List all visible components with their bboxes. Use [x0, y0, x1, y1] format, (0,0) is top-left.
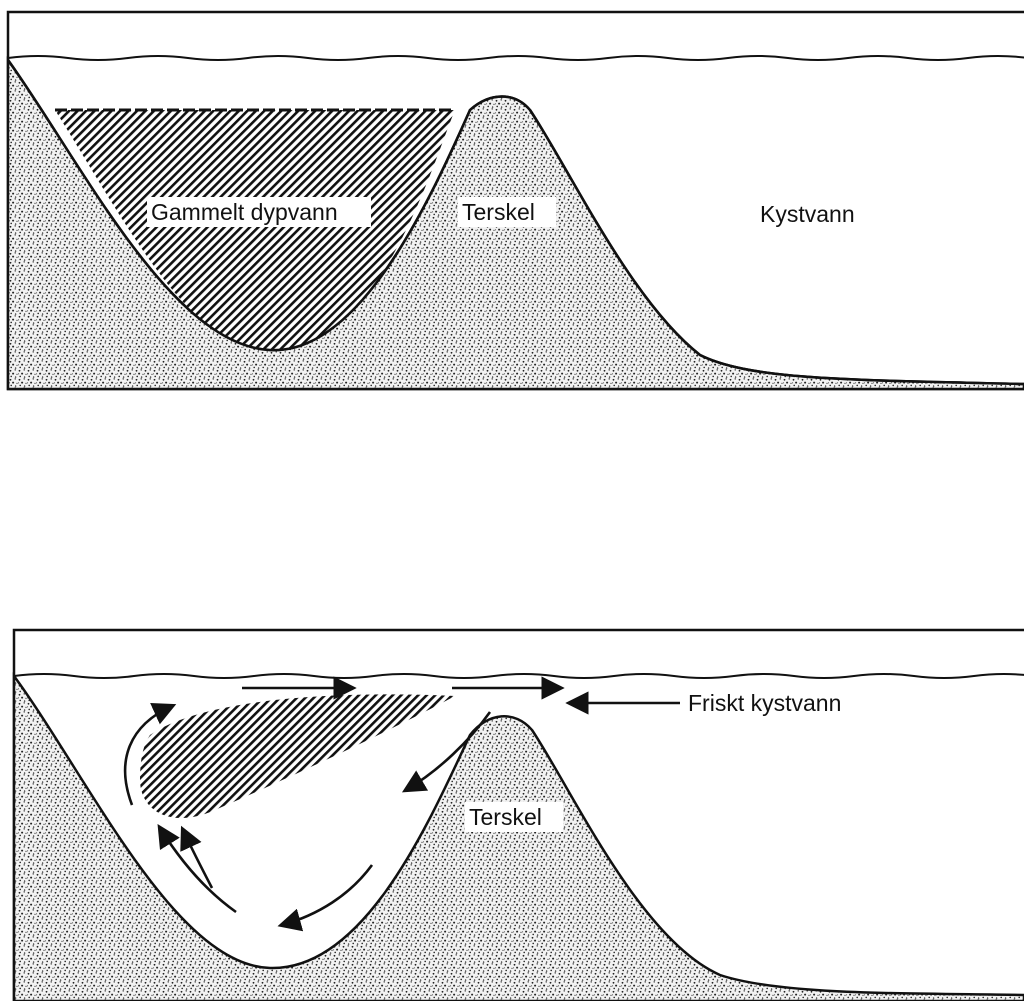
old-deep-water-label: Gammelt dypvann [151, 199, 338, 225]
bottom-water-surface [13, 673, 1024, 679]
bottom-panel: Terskel Friskt kystvann [12, 628, 1024, 1001]
bottom-sill-label-bg [465, 802, 563, 832]
sill-down-arrow [401, 711, 492, 793]
left-up-arrow-1 [157, 824, 237, 914]
left-up-arrow-2 [180, 825, 214, 889]
bottom-arrow [277, 864, 374, 932]
upwelling-arrow [123, 703, 177, 806]
bottom-seabed [12, 672, 1024, 1001]
residual-old-water [140, 694, 455, 819]
top-sill-label: Terskel [462, 199, 535, 225]
top-basin-outline [6, 59, 1024, 386]
top-water-surface [7, 55, 1024, 61]
coastal-water-label: Kystvann [760, 201, 855, 227]
top-panel: Gammelt dypvann Terskel Kystvann [6, 10, 1024, 391]
top-sill-label-bg [458, 197, 556, 227]
old-deep-water-label-bg [147, 197, 371, 227]
fresh-coastal-water-label: Friskt kystvann [688, 690, 841, 716]
flow-arrows [123, 676, 680, 932]
old-deep-water-area [55, 110, 455, 350]
bottom-sill-label: Terskel [469, 804, 542, 830]
